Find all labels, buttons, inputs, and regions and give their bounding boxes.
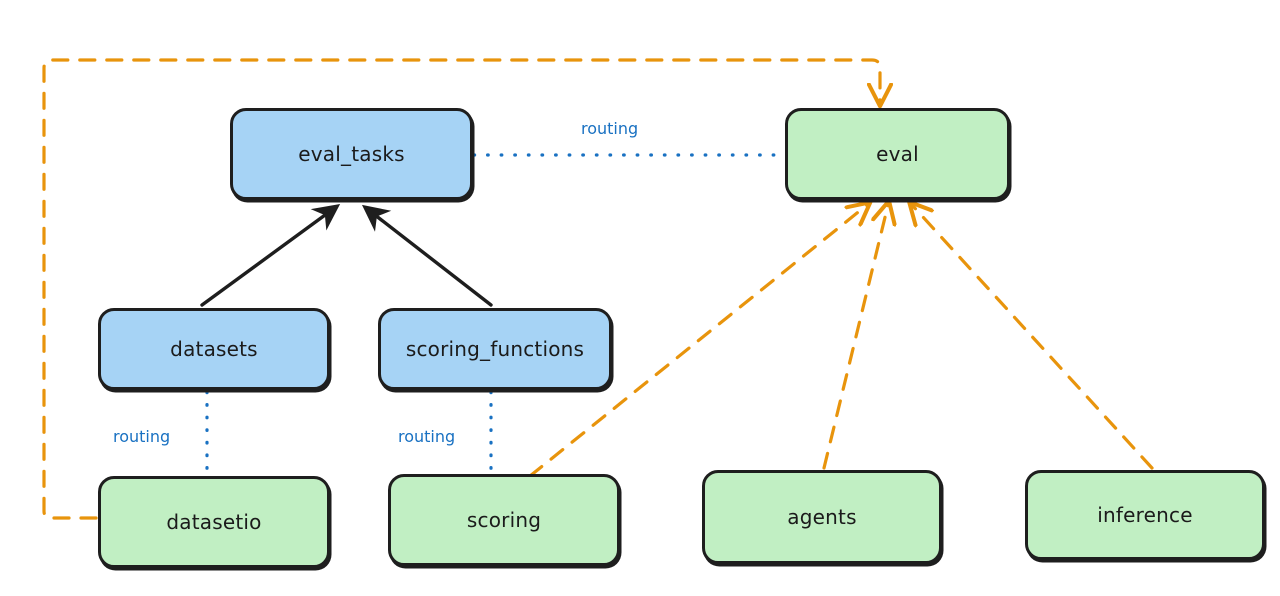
node-label: datasetio xyxy=(166,510,262,534)
edge-label-routing-datasets-datasetio: routing xyxy=(113,427,171,446)
edge-label-routing-scoring-functions-scoring: routing xyxy=(398,427,456,446)
edge-scoring-to-eval xyxy=(528,205,867,478)
edge-agents-to-eval xyxy=(822,205,888,470)
node-label: inference xyxy=(1097,503,1193,527)
node-scoring-functions[interactable]: scoring_functions xyxy=(378,308,612,390)
node-eval-tasks[interactable]: eval_tasks xyxy=(230,108,473,200)
node-label: agents xyxy=(787,505,857,529)
node-agents[interactable]: agents xyxy=(702,470,942,564)
edge-scoring-functions-to-eval-tasks xyxy=(361,204,493,307)
edge-datasets-to-eval-tasks xyxy=(200,203,341,307)
edge-inference-to-eval xyxy=(912,205,1154,470)
node-datasetio[interactable]: datasetio xyxy=(98,476,330,568)
node-eval[interactable]: eval xyxy=(785,108,1010,200)
node-label: eval_tasks xyxy=(298,142,405,166)
node-label: scoring_functions xyxy=(405,337,585,361)
node-label: eval xyxy=(876,142,919,166)
node-inference[interactable]: inference xyxy=(1025,470,1265,560)
node-datasets[interactable]: datasets xyxy=(98,308,330,390)
node-label: scoring xyxy=(466,508,542,532)
node-scoring[interactable]: scoring xyxy=(388,474,620,566)
node-label: datasets xyxy=(170,337,258,361)
edge-datasetio-to-eval xyxy=(42,58,880,520)
edge-label-routing-eval-tasks-eval: routing xyxy=(581,119,639,138)
